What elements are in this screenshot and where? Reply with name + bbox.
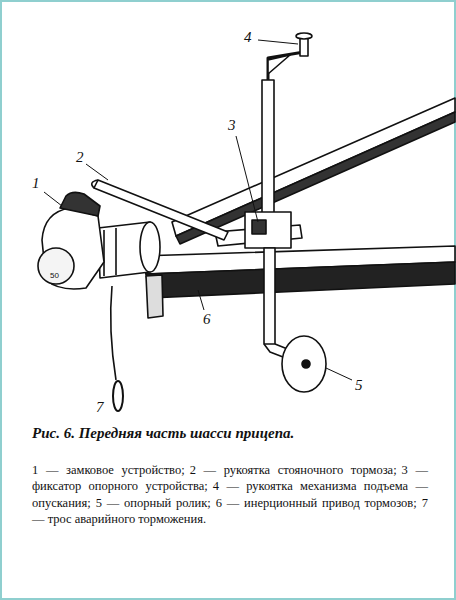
key-entry: 2 — рукоятка стояночного тормоза;	[190, 463, 397, 477]
brake-lever	[94, 180, 228, 240]
wheel-axle	[302, 360, 310, 368]
callout-number: 1	[32, 176, 40, 191]
key-entry: 5 — опорный ролик;	[96, 496, 211, 510]
key-entry: 1 — замковое устройство;	[32, 463, 185, 477]
callout-number: 3	[228, 118, 236, 133]
cable-loop	[113, 381, 123, 411]
leader-line	[44, 192, 62, 206]
lower-beam-side	[146, 262, 455, 298]
upper-beam-side	[176, 112, 455, 244]
upper-beam	[172, 98, 455, 236]
coupler-flange	[140, 222, 160, 272]
key-entry: 6 — инерционный привод тормозов;	[216, 496, 417, 510]
leader-line	[326, 368, 352, 380]
jack-upper-tube	[262, 80, 274, 216]
jack-lower-tube	[264, 248, 275, 344]
parts-key: 1 — замковое устройство; 2 — рукоятка сто…	[32, 462, 428, 527]
figure-caption: Рис. 6. Передняя часть шасси прицепа.	[32, 424, 432, 442]
crank-knob-top	[296, 33, 312, 39]
callout-number: 6	[203, 312, 211, 327]
leader-line	[258, 40, 298, 44]
callout-number: 7	[96, 400, 104, 415]
callout-number: 5	[355, 378, 363, 393]
crank-gusset	[268, 55, 290, 74]
lever-end	[92, 180, 98, 188]
callout-number: 2	[76, 150, 84, 165]
clamp-bolt	[252, 220, 266, 234]
leader-line	[198, 290, 204, 310]
jack-clamp	[245, 212, 291, 248]
hitch-ball	[38, 248, 74, 284]
ball-marking: 50	[50, 272, 59, 280]
emergency-cable	[111, 286, 116, 380]
leader-line	[86, 164, 108, 180]
crank-arm	[268, 52, 304, 80]
support-wheel	[282, 336, 326, 392]
coupler-ring	[104, 228, 116, 276]
leader-line	[236, 136, 258, 222]
callout-number: 4	[244, 30, 252, 45]
lock-lever	[60, 192, 100, 216]
front-bracket	[146, 275, 163, 318]
